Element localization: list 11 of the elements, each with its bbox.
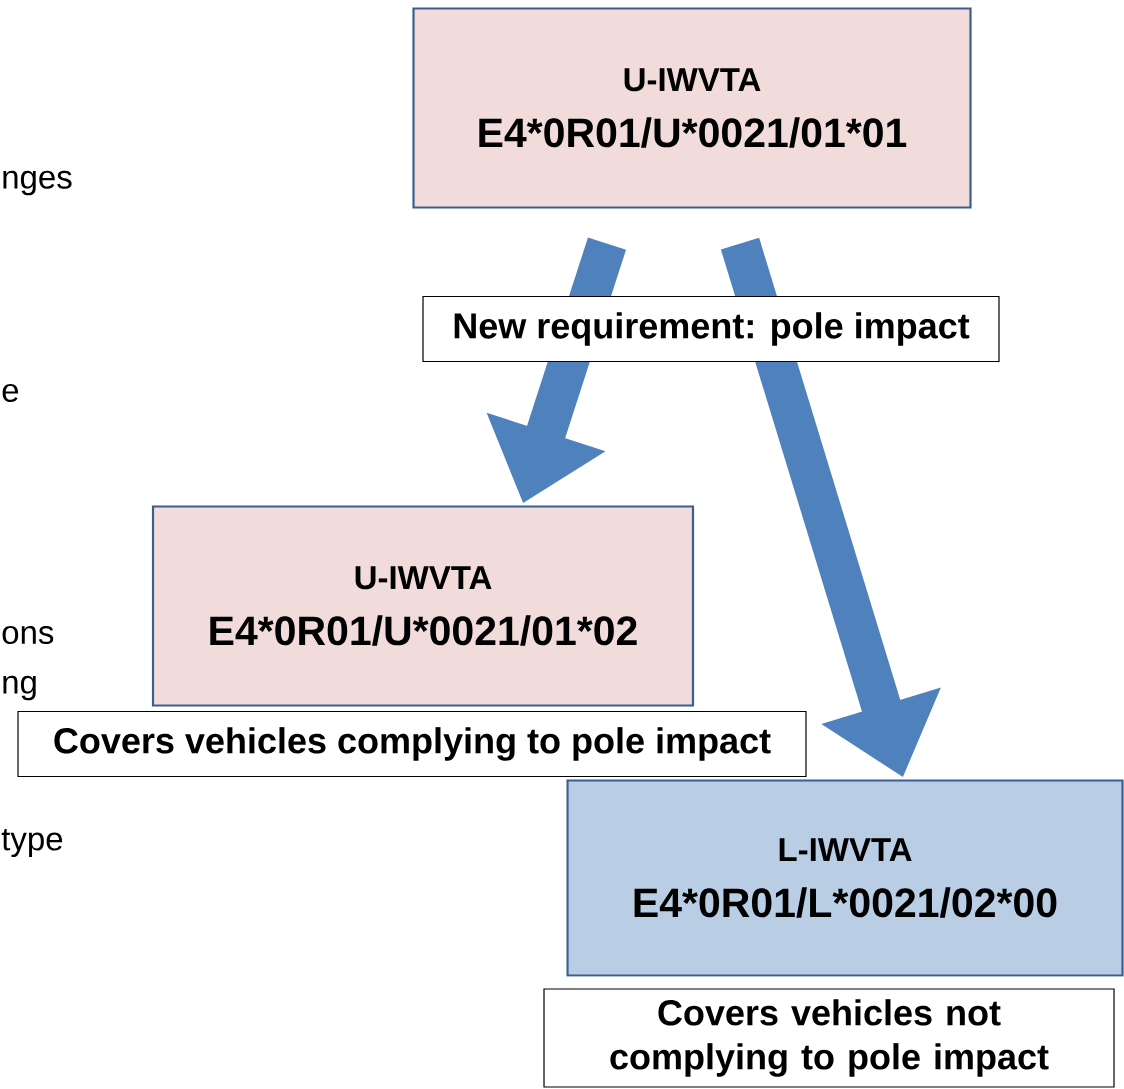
process-box: U-IWVTA E4*0R01/U*0021/01*02	[151, 505, 695, 707]
process-box: L-IWVTA E4*0R01/L*0021/02*00	[566, 779, 1124, 977]
process-box: U-IWVTA E4*0R01/U*0021/01*01	[412, 7, 972, 209]
note-box: Covers vehicles complying to pole impact	[17, 710, 807, 778]
text-fragment: ng	[3, 675, 36, 701]
text-fragment: e	[2, 383, 19, 403]
text-fragment: nges	[3, 170, 72, 196]
text-fragment: ons	[2, 625, 54, 645]
note-box: New requirement: pole impact	[422, 295, 1000, 363]
text-fragment: type	[1, 828, 63, 858]
note-box: Covers vehicles not complying to pole impact	[543, 988, 1115, 1088]
